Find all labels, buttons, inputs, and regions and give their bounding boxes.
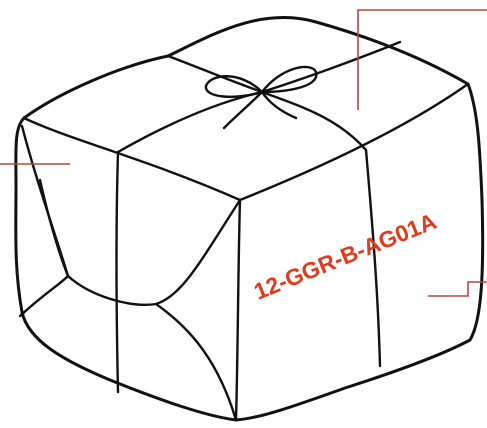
bow-loop-left [206,76,262,97]
front-corner-edge [236,200,240,420]
bow-tail-right [262,92,296,118]
top-right-edge [240,84,468,200]
left-fold-lower-left [20,276,68,316]
string-top-long [168,56,366,150]
top-front-edge [24,118,240,200]
string-left-face [117,152,119,392]
left-fold-flap [22,126,240,305]
leader-line-right [428,282,487,296]
leader-lines [0,10,487,296]
package-code-label: 12-GGR-B-AG01A [250,208,440,305]
